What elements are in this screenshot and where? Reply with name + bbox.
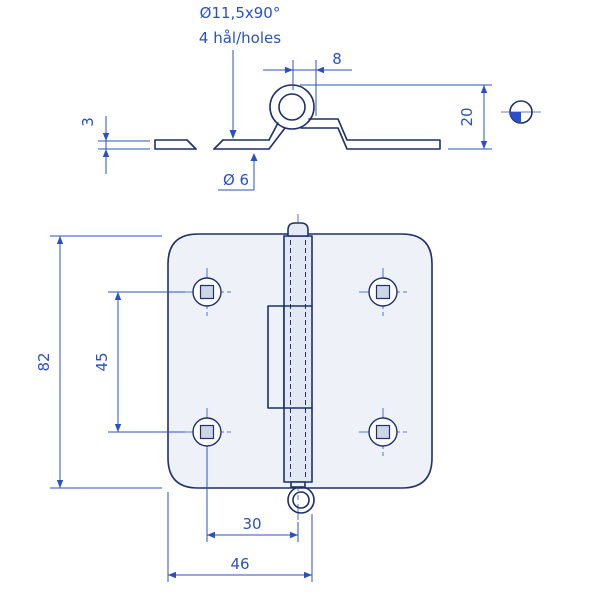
dim-hole-count-label: 4 hål/holes bbox=[199, 29, 281, 47]
countersink-mark bbox=[186, 139, 224, 150]
hinge-barrel bbox=[283, 222, 313, 483]
hole-top-left bbox=[183, 268, 231, 316]
projection-symbol-icon bbox=[501, 100, 541, 124]
dim-45-label: 45 bbox=[93, 352, 111, 371]
dim-46-label: 46 bbox=[230, 555, 249, 573]
side-plate-left bbox=[154, 122, 286, 150]
hinge-leaf-right bbox=[299, 233, 433, 489]
hole-bottom-left bbox=[183, 408, 231, 456]
dim-8-label: 8 bbox=[332, 50, 342, 68]
hole-bottom-right bbox=[359, 408, 407, 456]
pin-head bbox=[287, 222, 309, 237]
dim-30-label: 30 bbox=[242, 515, 261, 533]
side-plate-right bbox=[300, 118, 441, 150]
dim-82-label: 82 bbox=[35, 352, 53, 371]
retaining-ring bbox=[287, 481, 315, 514]
top-view-part bbox=[154, 84, 441, 150]
knuckle-lug bbox=[267, 305, 285, 409]
bolt-holes bbox=[183, 268, 407, 456]
dim-countersink-label: Ø11,5x90° bbox=[200, 4, 281, 22]
dim-20-label: 20 bbox=[458, 107, 476, 126]
front-view-part bbox=[167, 214, 433, 522]
dim-3-label: 3 bbox=[79, 117, 97, 127]
top-view-dimensions: Ø11,5x90° 4 hål/holes 8 3 20 Ø 6 bbox=[79, 4, 492, 191]
hole-top-right bbox=[359, 268, 407, 316]
hinge-knuckle-curl bbox=[269, 84, 315, 130]
front-view-dimensions: 82 45 30 46 bbox=[35, 235, 313, 582]
dim-hole-diameter-label: Ø 6 bbox=[223, 171, 249, 189]
